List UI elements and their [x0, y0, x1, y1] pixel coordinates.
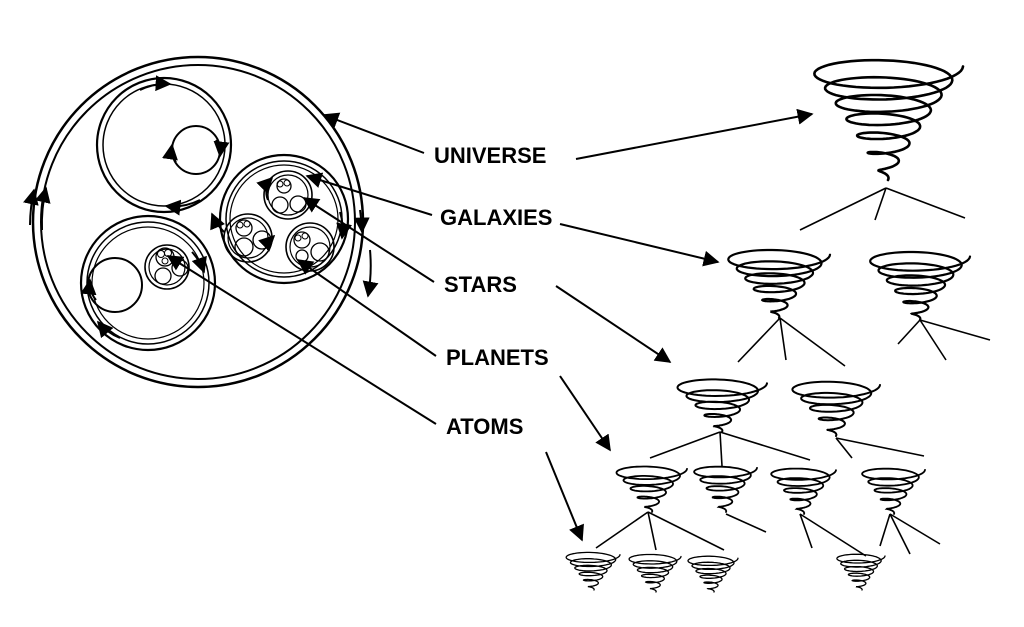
spiral-atom-2	[628, 553, 682, 593]
arrow-atoms-to-spiral	[545, 451, 584, 542]
spiral-tree	[565, 58, 972, 593]
spiral-planet-1	[615, 465, 688, 513]
galaxy-circle-top	[95, 75, 233, 216]
label-planets: PLANETS	[446, 345, 549, 370]
label-atoms: ATOMS	[446, 414, 523, 439]
spiral-star-2	[791, 380, 881, 437]
galaxy-circle-bottom	[79, 214, 217, 352]
star-system-left	[223, 213, 276, 263]
arrow-galaxies-to-spiral	[559, 223, 720, 267]
spiral-star-1	[676, 378, 768, 433]
spiral-galaxy-2	[869, 250, 972, 322]
arrow-atoms-to-circle	[166, 255, 437, 425]
arrow-galaxies-to-circle	[305, 172, 433, 216]
label-galaxies: GALAXIES	[440, 205, 552, 230]
star-orbit-top	[162, 125, 230, 175]
label-stars: STARS	[444, 272, 517, 297]
arrow-planets-to-circle	[296, 259, 437, 357]
star-orbit-bottom	[80, 257, 143, 313]
star-system-right	[285, 222, 335, 272]
spiral-atom-4	[836, 553, 886, 591]
spiral-planet-2	[693, 465, 758, 513]
universe-circle	[23, 55, 379, 389]
arrow-universe-to-spiral	[575, 108, 814, 160]
pointer-arrows-right	[545, 108, 814, 542]
arrow-universe-to-circle	[322, 112, 425, 154]
pointer-arrows-left	[166, 112, 437, 425]
spiral-atom-3	[687, 555, 739, 593]
nested-circles-figure	[23, 55, 379, 389]
labels: UNIVERSE GALAXIES STARS PLANETS ATOMS	[434, 143, 552, 439]
spiral-planet-4	[861, 467, 926, 515]
spiral-tree-branches	[595, 187, 991, 557]
spiral-universe	[813, 58, 965, 182]
star-system-top	[256, 170, 313, 220]
arrow-planets-to-spiral	[559, 375, 611, 452]
star-system-bottom	[144, 244, 190, 290]
spiral-galaxy-1	[727, 248, 832, 320]
galaxy-circle-right	[210, 153, 353, 285]
arrow-stars-to-spiral	[555, 285, 672, 363]
spiral-planet-3	[770, 467, 837, 515]
label-universe: UNIVERSE	[434, 143, 546, 168]
spiral-atom-1	[565, 551, 621, 591]
arrow-stars-to-circle	[302, 197, 435, 283]
